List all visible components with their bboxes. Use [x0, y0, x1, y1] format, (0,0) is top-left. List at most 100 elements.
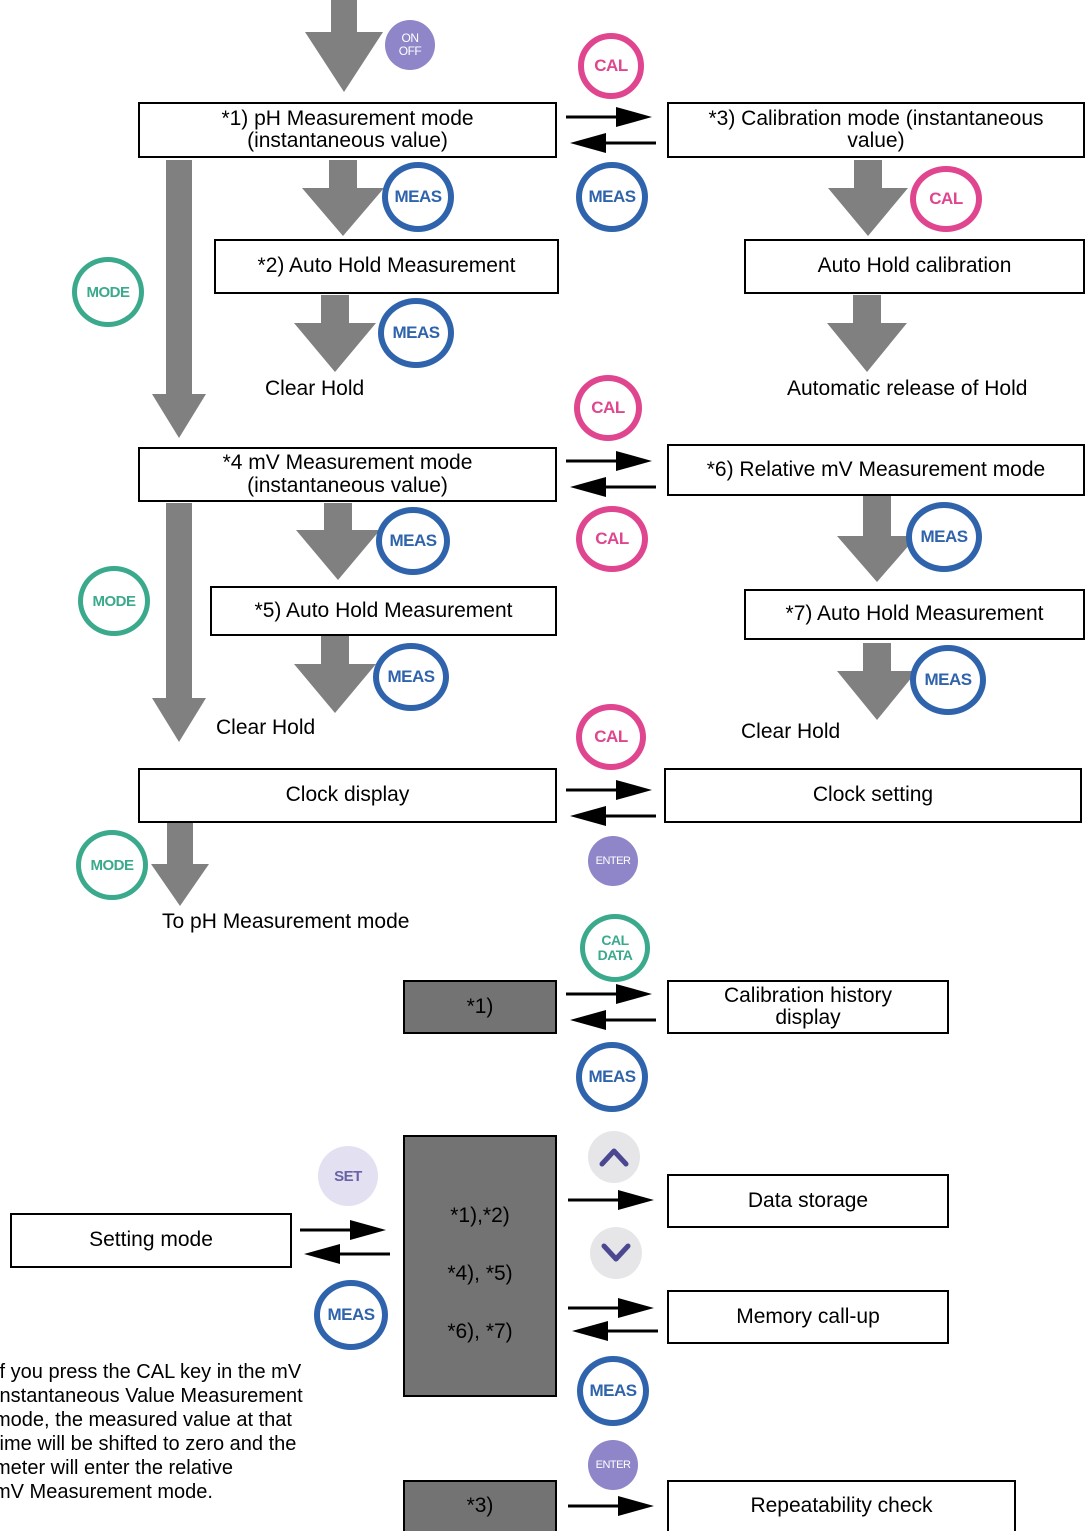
- enter-label: ENTER: [595, 1459, 631, 1471]
- clock-setting-box: Clock setting: [664, 768, 1082, 823]
- meas-label: MEAS: [389, 531, 437, 550]
- meas-button-icon: MEAS: [376, 507, 450, 575]
- cal-history-source-label: *1): [466, 994, 494, 1018]
- clear-hold-label-2: Clear Hold: [216, 716, 316, 739]
- ph-mode-line2: (instantaneous value): [247, 129, 448, 152]
- cal-label: CAL: [929, 189, 963, 208]
- flow-arrow-mv-hold-clear: [294, 636, 376, 713]
- clear-hold-label-1: Clear Hold: [265, 377, 365, 400]
- meas-label: MEAS: [588, 187, 636, 206]
- memory-callup-box: Memory call-up: [667, 1290, 949, 1344]
- relative-auto-hold-box: *7) Auto Hold Measurement: [744, 589, 1085, 640]
- meas-label: MEAS: [589, 1381, 637, 1400]
- note-line: mode, the measured value at that: [0, 1409, 292, 1431]
- enter-button-icon: ENTER: [588, 836, 638, 886]
- cal-label: CAL: [591, 398, 625, 417]
- mode-button-icon: MODE: [72, 257, 144, 327]
- flow-arrow-hold-clear: [294, 295, 376, 372]
- relative-mv-footnote: If you press the CAL key in the mV Insta…: [0, 1360, 303, 1504]
- mode-label: MODE: [92, 592, 137, 610]
- note-line: time will be shifted to zero and the: [0, 1433, 297, 1455]
- meas-label: MEAS: [392, 323, 440, 342]
- data-group-line1: *1),*2): [450, 1204, 510, 1227]
- cal-label: CAL: [595, 529, 629, 548]
- flow-arrow-cal-to-autohold: [828, 160, 908, 236]
- flow-arrow-clock-to-ph: [151, 823, 209, 906]
- ph-measurement-mode-box: *1) pH Measurement mode (instantaneous v…: [138, 102, 557, 158]
- ph-auto-hold-label: *2) Auto Hold Measurement: [257, 254, 516, 278]
- data-storage-label: Data storage: [747, 1188, 869, 1212]
- auto-hold-calibration-label: Auto Hold calibration: [817, 254, 1012, 278]
- mode-label: MODE: [86, 283, 131, 301]
- flow-arrow-mv-to-hold: [296, 503, 380, 580]
- mv-mode-line1: *4 mV Measurement mode: [222, 451, 473, 475]
- chevron-down-icon: [601, 1243, 631, 1262]
- enter-button-icon: ENTER: [588, 1440, 638, 1490]
- cal-history-source-box: *1): [403, 980, 557, 1034]
- cal-button-icon: CAL: [576, 704, 646, 770]
- flow-arrow-autohold-release: [827, 295, 907, 372]
- auto-hold-calibration-box: Auto Hold calibration: [744, 239, 1085, 294]
- on-off-line1: ON: [401, 31, 420, 46]
- cal-button-icon: CAL: [910, 166, 982, 232]
- cal-data-line1: CAL: [601, 932, 629, 949]
- flow-arrow-ph-to-mv: [152, 160, 206, 438]
- flow-arrow-ph-to-hold: [302, 160, 384, 236]
- flow-arrow-rel-hold-clear: [837, 643, 917, 720]
- mode-label: MODE: [90, 856, 135, 874]
- data-group-box: *1),*2) *4), *5) *6), *7): [403, 1135, 557, 1397]
- cal-history-line2: display: [775, 1006, 841, 1029]
- clock-setting-label: Clock setting: [812, 783, 934, 807]
- note-line: mV Measurement mode.: [0, 1481, 213, 1503]
- cal-mode-line2: value): [847, 129, 905, 152]
- clock-display-label: Clock display: [285, 783, 410, 807]
- mv-measurement-mode-box: *4 mV Measurement mode (instantaneous va…: [138, 447, 557, 502]
- mode-button-icon: MODE: [76, 830, 148, 900]
- to-ph-mode-label: To pH Measurement mode: [162, 910, 410, 933]
- calibration-history-box: Calibration history display: [667, 980, 949, 1034]
- meas-button-icon: MEAS: [576, 162, 648, 232]
- meas-label: MEAS: [924, 670, 972, 689]
- down-arrow-button-icon: [590, 1227, 642, 1279]
- meas-label: MEAS: [394, 187, 442, 206]
- on-off-button-icon: ON OFF: [385, 20, 435, 70]
- clock-display-box: Clock display: [138, 768, 557, 823]
- relative-mv-mode-box: *6) Relative mV Measurement mode: [667, 444, 1085, 496]
- repeat-source-label: *3): [466, 1494, 494, 1518]
- cal-data-button-icon: CAL DATA: [580, 914, 650, 982]
- repeat-source-box: *3): [403, 1480, 557, 1531]
- flow-arrow-rel-to-hold: [837, 496, 917, 582]
- chevron-up-icon: [599, 1148, 629, 1167]
- mv-mode-line2: (instantaneous value): [247, 473, 448, 497]
- meas-button-icon: MEAS: [576, 1042, 648, 1112]
- data-group-line2: *4), *5): [447, 1262, 513, 1286]
- meas-button-icon: MEAS: [373, 643, 449, 711]
- cal-label: CAL: [594, 727, 628, 746]
- setting-mode-label: Setting mode: [89, 1228, 213, 1252]
- up-arrow-button-icon: [588, 1131, 640, 1183]
- auto-release-label: Automatic release of Hold: [787, 377, 1028, 400]
- memory-callup-label: Memory call-up: [736, 1304, 880, 1328]
- set-label: SET: [334, 1167, 362, 1185]
- cal-button-icon: CAL: [578, 33, 644, 99]
- relative-auto-hold-label: *7) Auto Hold Measurement: [785, 602, 1044, 626]
- meas-label: MEAS: [387, 667, 435, 686]
- flow-arrow-start: [305, 0, 383, 92]
- setting-mode-box: Setting mode: [10, 1213, 292, 1268]
- meas-label: MEAS: [327, 1305, 375, 1324]
- cal-label: CAL: [594, 56, 628, 75]
- cal-data-line2: DATA: [597, 947, 633, 963]
- clear-hold-label-3: Clear Hold: [741, 720, 841, 743]
- data-group-line3: *6), *7): [447, 1320, 513, 1344]
- meas-button-icon: MEAS: [382, 162, 454, 232]
- meas-button-icon: MEAS: [314, 1280, 388, 1350]
- relative-mv-mode-label: *6) Relative mV Measurement mode: [706, 457, 1046, 481]
- meas-button-icon: MEAS: [906, 502, 982, 572]
- note-line: Instantaneous Value Measurement: [0, 1385, 303, 1407]
- set-button-icon: SET: [318, 1146, 378, 1206]
- mv-auto-hold-box: *5) Auto Hold Measurement: [210, 586, 557, 636]
- note-line: If you press the CAL key in the mV: [0, 1361, 302, 1383]
- ph-mode-line1: *1) pH Measurement mode: [221, 106, 474, 130]
- meas-button-icon: MEAS: [378, 298, 454, 368]
